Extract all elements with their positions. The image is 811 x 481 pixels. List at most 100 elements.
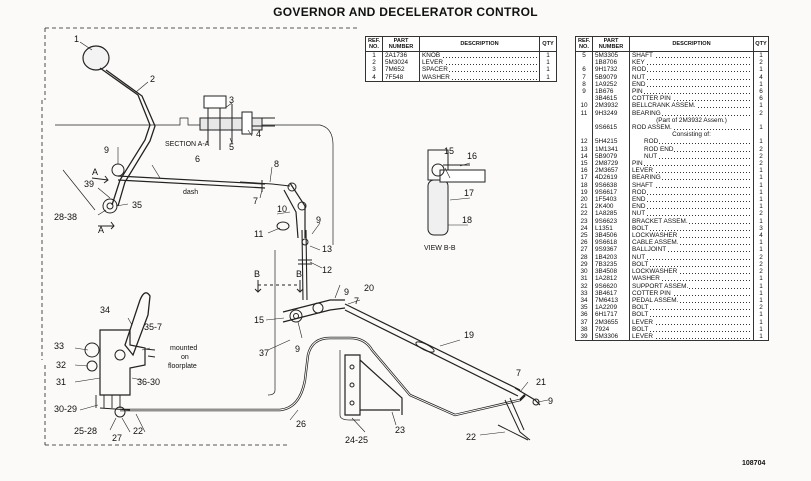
description-text: COTTER PIN (632, 95, 751, 103)
description-label: SUPPORT ASSEM. (632, 282, 690, 290)
callout-7: 7 (253, 196, 258, 206)
part-number-cell: 1B4203 (592, 253, 630, 261)
callout-a2: A (98, 225, 104, 235)
description-label: LEVER (422, 59, 444, 67)
callout-27: 27 (112, 433, 122, 443)
callout-9e: 9 (548, 396, 553, 406)
description-cell: PIN (629, 160, 754, 168)
callout-9c: 9 (344, 287, 349, 297)
qty-cell: 2 (753, 260, 769, 269)
description-text: LEVER (632, 318, 751, 326)
description-text: NUT (632, 210, 751, 218)
col-qty: QTY (753, 36, 769, 52)
part-number-cell: 9S6615 (592, 124, 630, 132)
description-cell: WASHER (629, 275, 754, 283)
qty-cell: 3 (753, 224, 769, 233)
lever-part (99, 67, 156, 207)
qty-cell: 1 (753, 282, 769, 290)
ref-cell: 35 (575, 304, 593, 312)
description-cell: KEY (629, 59, 754, 67)
description-text: BRACKET ASSEM. (632, 217, 751, 225)
qty-cell: 1 (539, 73, 557, 82)
description-text: SPACER (422, 66, 537, 74)
ref-cell: 4 (365, 73, 383, 82)
callout-7c: 7 (516, 368, 521, 378)
qty-cell: 2 (753, 152, 769, 161)
description-cell: NUT (629, 253, 754, 261)
description-cell: PEDAL ASSEM. (629, 296, 754, 305)
qty-cell (753, 116, 769, 125)
table-row: Consisting of: (575, 131, 769, 139)
part-number-cell: 1M1341 (592, 145, 630, 153)
description-label: COTTER PIN (632, 289, 672, 297)
description-cell: BEARING (629, 174, 754, 182)
part-number-cell: 5M3305 (592, 51, 630, 60)
ref-cell: 15 (575, 160, 593, 168)
description-text: BOLT (632, 325, 751, 333)
description-cell: NUT (629, 152, 754, 161)
callout-36-30: 36-30 (137, 377, 160, 387)
section-aa-label: SECTION A-A (165, 141, 210, 148)
description-cell: PIN (629, 88, 754, 96)
description-label: WASHER (422, 73, 451, 81)
description-label: COTTER PIN (632, 95, 672, 103)
qty-cell: 1 (753, 318, 769, 326)
part-number-cell: 3B4506 (592, 232, 630, 240)
part-number-cell (592, 131, 630, 139)
description-cell: ROD (629, 66, 754, 74)
on-label: on (181, 354, 189, 361)
description-cell: LEVER (419, 59, 540, 67)
qty-cell: 2 (753, 145, 769, 153)
description-label: LEVER (632, 318, 654, 326)
ref-cell: 39 (575, 332, 593, 342)
description-text: END (632, 196, 751, 204)
description-text: PIN (632, 88, 751, 96)
qty-cell: 2 (753, 268, 769, 276)
description-cell: END (629, 80, 754, 89)
description-label: ROD END (644, 145, 675, 153)
description-text: Consisting of: (672, 131, 711, 139)
qty-cell: 1 (753, 289, 769, 297)
description-label: LEVER (632, 167, 654, 175)
exploded-diagram: 1 2 3 4 5 6 7 8 9 9 9 9 9 10 11 12 13 15… (41, 27, 553, 446)
qty-cell: 1 (753, 296, 769, 305)
description-label: NUT (632, 210, 647, 218)
ref-cell: 27 (575, 246, 593, 254)
dash-label: dash (183, 189, 198, 196)
callout-26: 26 (296, 419, 306, 429)
qty-cell: 1 (753, 217, 769, 225)
qty-cell: 1 (539, 59, 557, 67)
description-label: ROD ASSEM. (632, 124, 673, 132)
part-number-cell: 1F5403 (592, 196, 630, 204)
part-number-cell: 2K400 (592, 203, 630, 211)
callout-24-25: 24-25 (345, 435, 368, 445)
callout-22a: 22 (466, 432, 476, 442)
qty-cell: 2 (753, 304, 769, 312)
qty-cell: 4 (753, 232, 769, 240)
description-label: KNOB (422, 52, 442, 59)
part-number-cell: 4D2619 (592, 174, 630, 182)
description-label: END (632, 80, 647, 88)
description-cell: SHAFT (629, 181, 754, 189)
table-header-row: REF. NO. PART NUMBER DESCRIPTION QTY (575, 36, 769, 52)
description-label: BOLT (632, 224, 650, 232)
description-label: BALLJOINT (632, 246, 668, 254)
ref-cell: 14 (575, 152, 593, 161)
description-cell: BOLT (629, 325, 754, 333)
callout-10: 10 (277, 204, 287, 214)
qty-cell: 6 (753, 88, 769, 96)
ref-cell: 2 (365, 59, 383, 67)
description-label: BRACKET ASSEM. (632, 217, 689, 225)
part-number-cell: 9H1732 (592, 66, 630, 74)
ref-cell: 8 (575, 80, 593, 89)
description-label: NUT (632, 73, 647, 81)
col-part: PART NUMBER (592, 36, 630, 52)
